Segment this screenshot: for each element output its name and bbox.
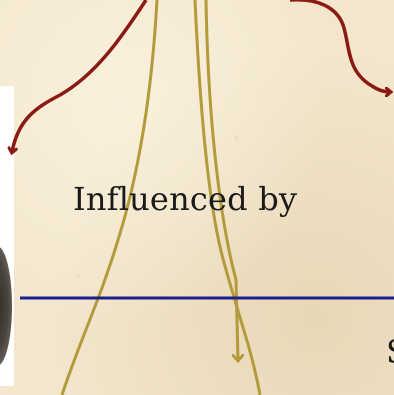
portrait-photo [0,246,12,366]
cut-off-label: S [386,336,394,368]
gold-arrow-right [193,0,262,395]
red-arrow-left [12,0,148,152]
influenced-by-label: Influenced by [73,180,298,218]
gold-arrow-center-down [204,0,238,360]
portrait-photo-frame [0,86,14,386]
gold-arrow-left [60,0,159,395]
red-arrow-right [290,0,390,92]
